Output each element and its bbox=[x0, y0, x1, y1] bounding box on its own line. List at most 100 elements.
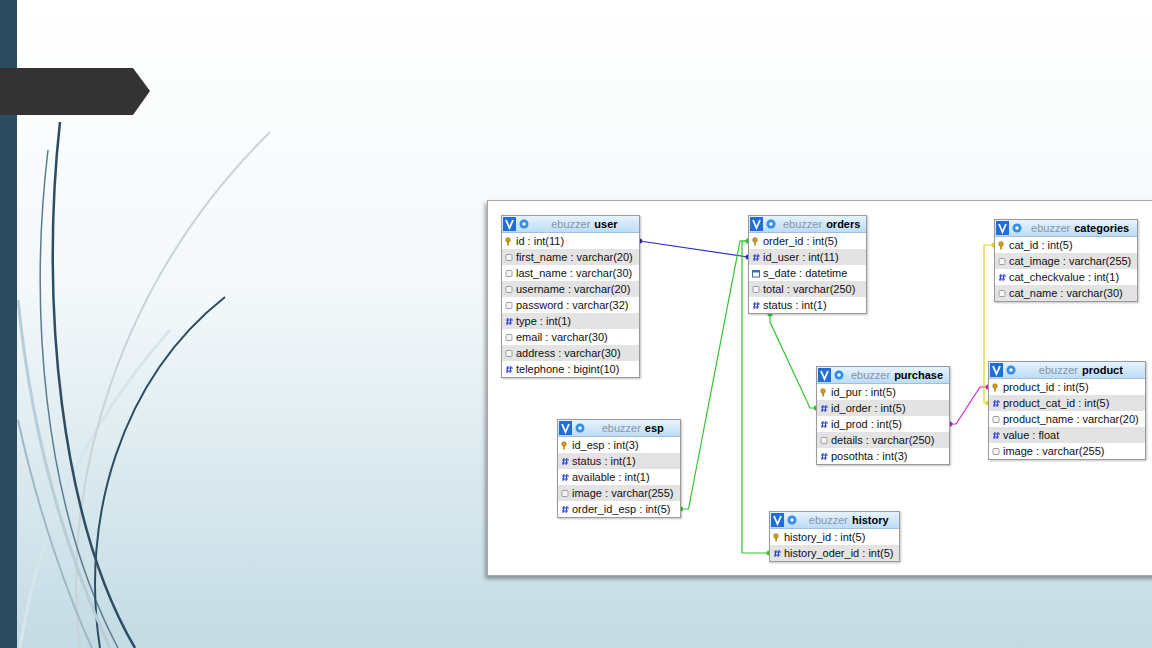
table-header: ebuzzer esp bbox=[558, 420, 680, 437]
column-row: cat_image : varchar(255) bbox=[995, 253, 1137, 269]
column-row: address : varchar(30) bbox=[502, 345, 639, 361]
column-row: type : int(1) bbox=[502, 313, 639, 329]
column-icon bbox=[820, 388, 829, 397]
column-field: image : varchar(255) bbox=[572, 487, 674, 499]
column-field: password : varchar(32) bbox=[516, 299, 629, 311]
header-icons bbox=[503, 217, 533, 231]
column-row: image : varchar(255) bbox=[989, 443, 1145, 459]
column-field: status : int(1) bbox=[572, 455, 636, 467]
column-icon bbox=[505, 253, 514, 262]
header-icons bbox=[818, 368, 848, 382]
decor-swoosh bbox=[18, 300, 110, 648]
column-row: cat_checkvalue : int(1) bbox=[995, 269, 1137, 285]
column-row: s_date : datetime bbox=[749, 265, 866, 281]
relation-line bbox=[640, 241, 748, 257]
column-row: available : int(1) bbox=[558, 469, 680, 485]
column-field: last_name : varchar(30) bbox=[516, 267, 632, 279]
schema-name: ebuzzer bbox=[1031, 222, 1070, 234]
column-row: telephone : bigint(10) bbox=[502, 361, 639, 377]
column-icon bbox=[505, 301, 514, 310]
table-box: ebuzzer history history_id : int(5) history… bbox=[769, 511, 900, 562]
table-box: ebuzzerpurchaseid_pur : int(5)id_order :… bbox=[816, 366, 950, 465]
column-icon bbox=[992, 431, 1001, 440]
column-field: details : varchar(250) bbox=[831, 434, 934, 446]
column-row: total : varchar(250) bbox=[749, 281, 866, 297]
column-field: image : varchar(255) bbox=[1003, 445, 1105, 457]
column-icon bbox=[820, 420, 829, 429]
column-field: id : int(11) bbox=[516, 235, 564, 247]
column-field: product_id : int(5) bbox=[1003, 381, 1089, 393]
column-row: product_cat_id : int(5) bbox=[989, 395, 1145, 411]
column-field: product_name : varchar(20) bbox=[1003, 413, 1139, 425]
column-icon bbox=[505, 285, 514, 294]
column-icon bbox=[992, 383, 1001, 392]
column-row: history_id : int(5) bbox=[770, 529, 899, 545]
column-field: available : int(1) bbox=[572, 471, 650, 483]
column-field: id_order : int(5) bbox=[831, 402, 906, 414]
column-icon bbox=[820, 436, 829, 445]
column-field: cat_name : varchar(30) bbox=[1009, 287, 1123, 299]
table-name: categories bbox=[1074, 222, 1129, 234]
column-field: cat_id : int(5) bbox=[1009, 239, 1073, 251]
table-name: user bbox=[594, 218, 617, 230]
table-header: ebuzzeruser bbox=[502, 216, 639, 233]
column-row: id : int(11) bbox=[502, 233, 639, 249]
table-name: orders bbox=[826, 218, 860, 230]
table-header: ebuzzer categories bbox=[995, 220, 1137, 237]
column-field: cat_checkvalue : int(1) bbox=[1009, 271, 1119, 283]
column-icon bbox=[992, 415, 1001, 424]
column-row: cat_name : varchar(30) bbox=[995, 285, 1137, 301]
column-field: email : varchar(30) bbox=[516, 331, 608, 343]
schema-name: ebuzzer bbox=[809, 514, 848, 526]
column-field: total : varchar(250) bbox=[763, 283, 855, 295]
column-icon bbox=[505, 237, 514, 246]
column-field: posothta : int(3) bbox=[831, 450, 907, 462]
column-icon bbox=[998, 289, 1007, 298]
column-icon bbox=[561, 473, 570, 482]
title-tab bbox=[0, 68, 150, 115]
column-icon bbox=[773, 549, 782, 558]
column-icon bbox=[505, 269, 514, 278]
table-name: esp bbox=[645, 422, 664, 434]
column-row: order_id_esp : int(5) bbox=[558, 501, 680, 517]
column-row: id_order : int(5) bbox=[817, 400, 949, 416]
column-icon bbox=[505, 365, 514, 374]
table-box: ebuzzeruser id : int(11) first_name : varc… bbox=[501, 215, 640, 378]
column-row: cat_id : int(5) bbox=[995, 237, 1137, 253]
table-box: ebuzzerordersorder_id : int(5)id_user : … bbox=[748, 215, 867, 314]
column-field: order_id_esp : int(5) bbox=[572, 503, 670, 515]
column-field: id_prod : int(5) bbox=[831, 418, 902, 430]
column-field: first_name : varchar(20) bbox=[516, 251, 633, 263]
column-field: address : varchar(30) bbox=[516, 347, 621, 359]
column-icon bbox=[773, 533, 782, 542]
column-field: cat_image : varchar(255) bbox=[1009, 255, 1131, 267]
column-row: history_oder_id : int(5) bbox=[770, 545, 899, 561]
schema-name: ebuzzer bbox=[1039, 364, 1078, 376]
column-icon bbox=[992, 447, 1001, 456]
schema-name: ebuzzer bbox=[602, 422, 641, 434]
column-icon bbox=[561, 441, 570, 450]
column-field: s_date : datetime bbox=[763, 267, 847, 279]
table-header: ebuzzerpurchase bbox=[817, 367, 949, 384]
column-icon bbox=[998, 273, 1007, 282]
column-icon bbox=[992, 399, 1001, 408]
header-icons bbox=[559, 421, 589, 435]
column-row: id_esp : int(3) bbox=[558, 437, 680, 453]
column-row: order_id : int(5) bbox=[749, 233, 866, 249]
column-row: id_user : int(11) bbox=[749, 249, 866, 265]
column-row: email : varchar(30) bbox=[502, 329, 639, 345]
column-field: history_id : int(5) bbox=[784, 531, 865, 543]
column-icon bbox=[752, 253, 761, 262]
column-row: username : varchar(20) bbox=[502, 281, 639, 297]
column-row: value : float bbox=[989, 427, 1145, 443]
column-icon bbox=[820, 404, 829, 413]
column-row: product_name : varchar(20) bbox=[989, 411, 1145, 427]
decor-swoosh bbox=[95, 297, 225, 648]
table-name: history bbox=[852, 514, 889, 526]
column-icon bbox=[998, 257, 1007, 266]
column-row: password : varchar(32) bbox=[502, 297, 639, 313]
column-icon bbox=[998, 241, 1007, 250]
table-header: ebuzzerproduct bbox=[989, 362, 1145, 379]
column-row: id_prod : int(5) bbox=[817, 416, 949, 432]
